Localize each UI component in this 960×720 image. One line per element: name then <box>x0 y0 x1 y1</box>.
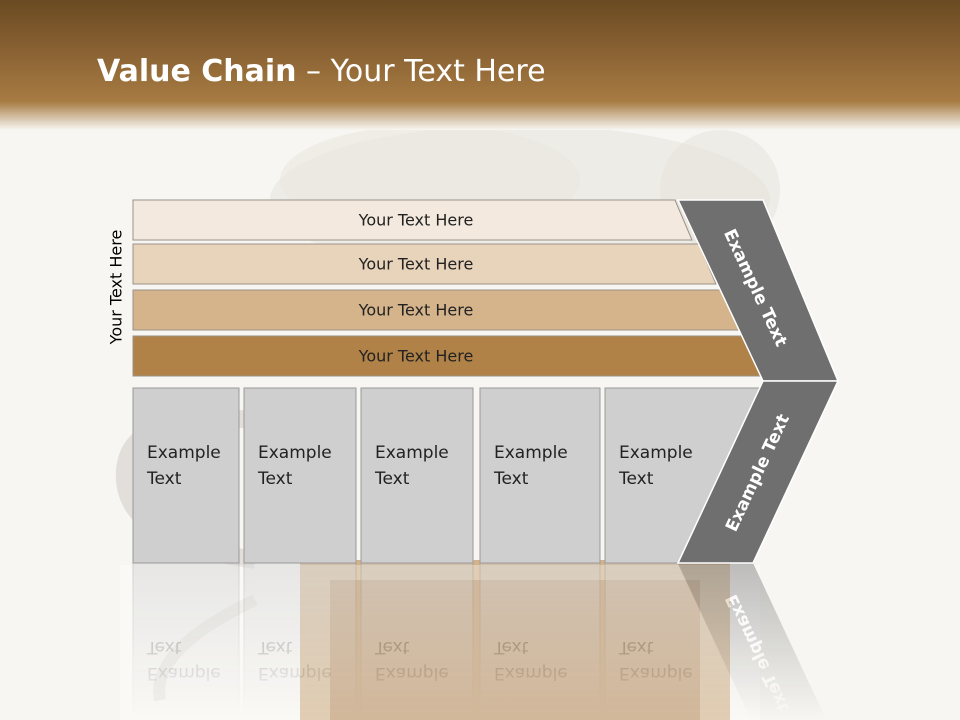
arrow-lower-half <box>676 380 840 564</box>
support-box-text: Text <box>618 637 654 657</box>
support-box-3 <box>360 387 474 564</box>
support-box-text: Example <box>494 443 568 463</box>
support-box-text: Text <box>374 469 410 489</box>
header-band <box>0 0 960 130</box>
slide-title: Value Chain – Your Text Here <box>97 54 546 89</box>
support-box-text: Example <box>375 443 449 463</box>
activity-row-1 <box>132 199 693 241</box>
support-box-text: Example <box>619 443 693 463</box>
support-box-text: Text <box>257 469 293 489</box>
support-box-2 <box>243 387 357 564</box>
activity-row-label: Your Text Here <box>358 255 474 274</box>
support-box-text: Text <box>493 469 529 489</box>
support-box-text: Example <box>147 663 221 683</box>
support-box-text: Example <box>258 663 332 683</box>
support-box-text: Text <box>618 469 654 489</box>
activity-row-label: Your Text Here <box>358 301 474 320</box>
support-box-text: Example <box>147 443 221 463</box>
support-box-text: Example <box>258 443 332 463</box>
support-box-text: Example <box>619 663 693 683</box>
support-box-text: Text <box>146 469 182 489</box>
support-box-4 <box>479 387 601 564</box>
arrow-reflection <box>678 563 827 720</box>
support-box-text: Example <box>375 663 449 683</box>
support-box-text: Example <box>494 663 568 683</box>
support-box-text: Text <box>493 637 529 657</box>
support-box-text: Text <box>257 637 293 657</box>
support-box-1 <box>132 387 240 564</box>
support-box-text: Text <box>146 637 182 657</box>
activity-row-label: Your Text Here <box>358 211 474 230</box>
activity-row-label: Your Text Here <box>358 347 474 366</box>
activity-row-2 <box>132 243 717 285</box>
support-box-text: Text <box>374 637 410 657</box>
